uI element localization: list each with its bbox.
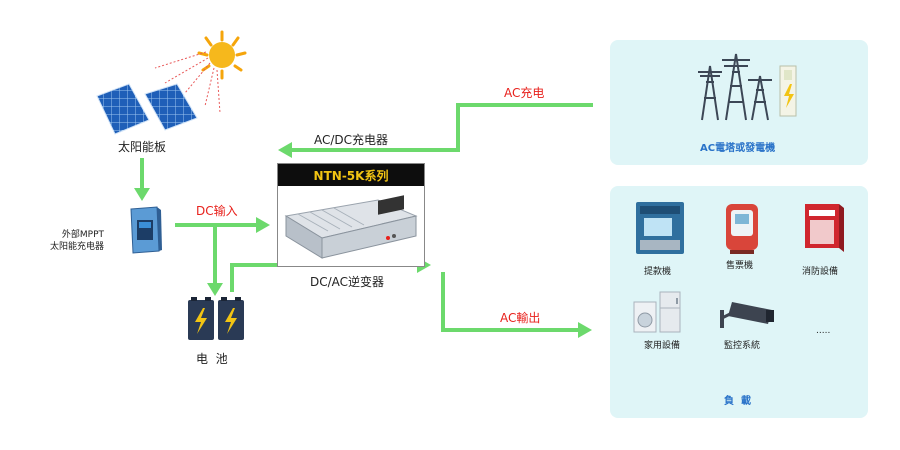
solar-label: 太阳能板 bbox=[118, 140, 167, 154]
edge-label-ac-output: AC輸出 bbox=[500, 311, 541, 325]
edge-label-ac-charge: AC充电 bbox=[504, 86, 545, 100]
arrow-ac-output bbox=[441, 272, 580, 332]
grid-panel-label: AC電塔或發電機 bbox=[700, 143, 776, 154]
mppt-label-line2: 太阳能充电器 bbox=[50, 242, 105, 252]
home-appliance-icon bbox=[633, 291, 681, 333]
power-tower-icon bbox=[698, 53, 797, 121]
load-item-label: 家用設備 bbox=[644, 341, 681, 351]
mppt-charger-icon bbox=[130, 206, 162, 254]
load-panel: 提款機 售票機 消防設備 家用設備 監控系統 ..... 負 載 bbox=[610, 186, 868, 418]
solar-panel-icon bbox=[96, 83, 198, 135]
atm-icon bbox=[636, 202, 684, 254]
battery-label: 电 池 bbox=[196, 352, 228, 366]
mppt-label: 外部MPPT 太阳能充电器 bbox=[50, 229, 104, 253]
product-title: NTN-5K系列 bbox=[278, 164, 424, 186]
edge-label-dc-input: DC输入 bbox=[196, 204, 238, 218]
edge-label-dc-ac-inverter: DC/AC逆变器 bbox=[310, 275, 385, 289]
load-panel-label: 負 載 bbox=[724, 396, 751, 407]
more-items-ellipsis: ..... bbox=[816, 326, 831, 336]
edge-label-ac-dc-charger: AC/DC充电器 bbox=[314, 133, 389, 147]
load-item-label: 監控系統 bbox=[724, 341, 761, 351]
ticket-machine-icon bbox=[726, 204, 758, 254]
load-item-label: 提款機 bbox=[644, 267, 672, 277]
load-item-label: 消防設備 bbox=[802, 267, 839, 277]
ntn-5k-product: NTN-5K系列 bbox=[277, 163, 425, 267]
security-camera-icon bbox=[720, 302, 774, 328]
power-supply-unit-icon bbox=[284, 195, 418, 259]
sun-icon bbox=[154, 30, 247, 114]
battery-icon bbox=[188, 297, 244, 340]
arrow-ac-charge bbox=[290, 103, 593, 152]
grid-source-panel: AC電塔或發電機 bbox=[610, 40, 868, 165]
load-item-label: 售票機 bbox=[726, 261, 754, 271]
fire-equipment-icon bbox=[805, 204, 844, 252]
mppt-label-line1: 外部MPPT bbox=[61, 230, 105, 240]
